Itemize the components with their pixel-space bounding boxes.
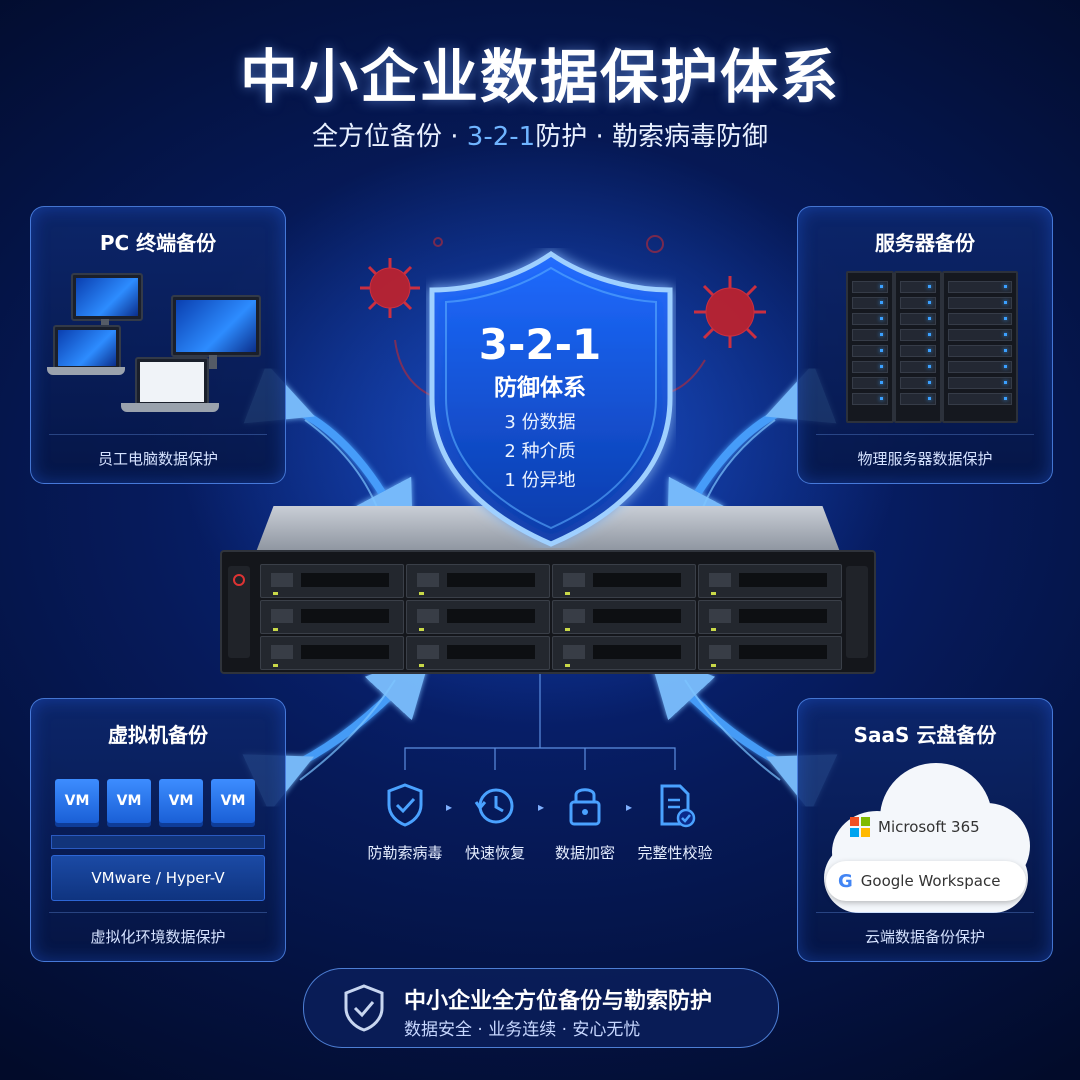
feature-integrity-check: 完整性校验 — [620, 780, 730, 863]
saas-backup-caption: 云端数据备份保护 — [864, 928, 985, 946]
arrow-pc — [243, 363, 414, 549]
bottom-banner: 中小企业全方位备份与勒索防护 数据安全 · 业务连续 · 安心无忧 — [303, 968, 779, 1048]
pc-backup-card: PC 终端备份 员工电脑数据保护 — [30, 206, 286, 484]
vm-backup-card: 虚拟机备份 VM VM VM VM VMware / Hyper-V 虚拟化环境… — [30, 698, 286, 962]
shield-rule-title: 防御体系 — [494, 375, 586, 401]
arrow-vm — [242, 651, 432, 813]
pc-backup-caption: 员工电脑数据保护 — [97, 450, 218, 468]
clock-restore-icon — [474, 788, 514, 824]
vm-backup-caption: 虚拟化环境数据保护 — [90, 928, 226, 946]
arrow-saas — [648, 651, 838, 813]
vm-block: VM — [211, 779, 255, 823]
vm-block: VM — [159, 779, 203, 823]
server-backup-caption: 物理服务器数据保护 — [857, 450, 993, 468]
shield-rule-line: 1 份异地 — [504, 470, 576, 491]
document-check-icon — [660, 784, 696, 828]
feature-fast-recovery: 快速恢复 — [440, 780, 550, 863]
server-backup-title: 服务器备份 — [875, 231, 975, 255]
google-logo-icon: G — [838, 870, 853, 892]
power-button-icon — [233, 574, 245, 586]
virus-icon-left — [360, 258, 420, 318]
arrow-server — [666, 363, 837, 549]
microsoft-365-badge: Microsoft 365 — [838, 807, 1014, 847]
bottom-banner-title: 中小企业全方位备份与勒索防护 — [404, 989, 713, 1014]
saas-backup-card: SaaS 云盘备份 Microsoft 365 G Google Workspa… — [797, 698, 1053, 962]
page-subtitle: 全方位备份 · 3-2-1防护 · 勒索病毒防御 — [312, 122, 768, 152]
server-backup-card: 服务器备份 物理服务器数据保护 — [797, 206, 1053, 484]
shield-check-icon — [344, 984, 384, 1032]
nas-device — [220, 506, 876, 674]
microsoft-logo-icon — [850, 817, 870, 837]
lock-icon — [569, 788, 601, 826]
bottom-banner-tagline: 数据安全 · 业务连续 · 安心无忧 — [404, 1020, 641, 1040]
vm-shelf — [51, 835, 265, 849]
shield-icon — [429, 250, 673, 547]
pc-backup-title: PC 终端备份 — [99, 231, 217, 255]
hypervisor-platform: VMware / Hyper-V — [51, 855, 265, 901]
shield-rule-line: 2 种介质 — [504, 441, 576, 462]
feature-ransomware-defense: 防勒索病毒 — [350, 780, 460, 863]
shield-check-icon — [387, 783, 423, 827]
virus-icon-right — [694, 276, 766, 348]
google-workspace-badge: G Google Workspace — [826, 861, 1026, 901]
flow-arrow-icon: ▸ — [626, 800, 633, 814]
shield-rule-line: 3 份数据 — [504, 412, 576, 433]
feature-data-encryption: 数据加密 — [530, 780, 640, 863]
shield-rule-number: 3-2-1 — [478, 320, 602, 369]
vm-block: VM — [107, 779, 151, 823]
vm-backup-title: 虚拟机备份 — [108, 723, 208, 747]
vm-block: VM — [55, 779, 99, 823]
page-title: 中小企业数据保护体系 — [239, 43, 840, 111]
flow-arrow-icon: ▸ — [446, 800, 453, 814]
flow-arrow-icon: ▸ — [538, 800, 545, 814]
saas-backup-title: SaaS 云盘备份 — [853, 723, 997, 747]
